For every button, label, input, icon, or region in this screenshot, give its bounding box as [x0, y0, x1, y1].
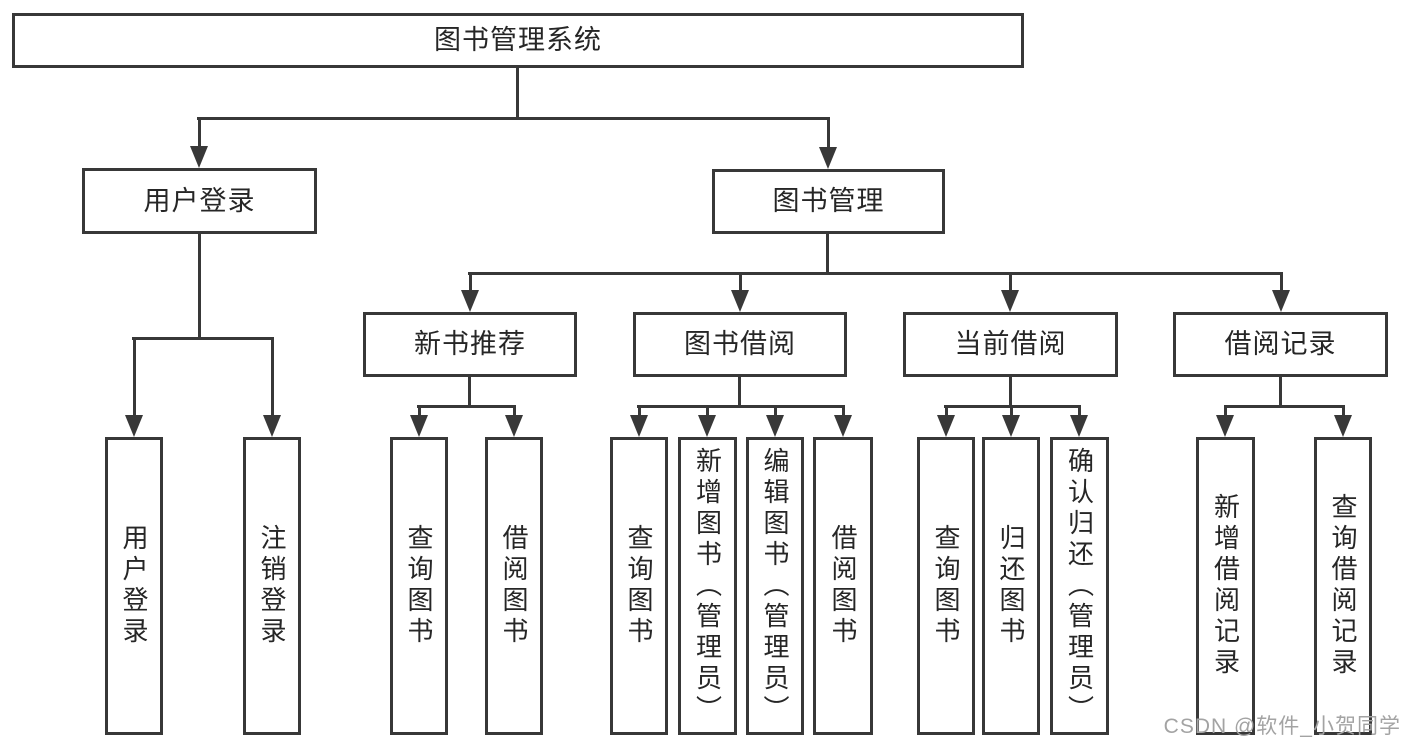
arrow-down-icon	[410, 405, 428, 437]
arrow-down-icon	[819, 117, 837, 169]
leaf-return-books: 归还图书	[982, 437, 1040, 735]
node-label: 借阅图书	[828, 524, 858, 648]
leaf-user-login: 用户登录	[105, 437, 163, 735]
node-new-book-recommend: 新书推荐	[363, 312, 577, 377]
leaf-borrow-books: 借阅图书	[813, 437, 873, 735]
connector-line	[738, 377, 741, 405]
connector-line	[826, 234, 829, 272]
connector-line	[516, 68, 519, 117]
connector-line	[468, 272, 1282, 275]
arrow-down-icon	[190, 117, 208, 168]
arrow-down-icon	[698, 405, 716, 437]
arrow-down-icon	[1002, 405, 1020, 437]
arrow-down-icon	[125, 337, 143, 437]
arrow-down-icon	[1334, 405, 1352, 437]
arrow-down-icon	[505, 405, 523, 437]
connector-line	[944, 405, 1081, 408]
node-book-borrowing: 图书借阅	[633, 312, 847, 377]
node-label: 确认归还（管理员）	[1064, 446, 1095, 726]
connector-line	[197, 117, 830, 120]
leaf-edit-books-admin: 编辑图书（管理员）	[746, 437, 804, 735]
node-label: 新增借阅记录	[1210, 493, 1241, 679]
arrow-down-icon	[1001, 272, 1019, 312]
node-library-system: 图书管理系统	[12, 13, 1024, 68]
node-label: 查询图书	[404, 524, 434, 648]
node-label: 查询借阅记录	[1328, 493, 1358, 679]
connector-line	[1009, 377, 1012, 405]
arrow-down-icon	[834, 405, 852, 437]
node-label: 用户登录	[119, 524, 149, 648]
node-label: 归还图书	[996, 524, 1026, 648]
leaf-add-books-admin: 新增图书（管理员）	[678, 437, 737, 735]
arrow-down-icon	[731, 272, 749, 312]
leaf-confirm-return-admin: 确认归还（管理员）	[1050, 437, 1109, 735]
arrow-down-icon	[766, 405, 784, 437]
arrow-down-icon	[1070, 405, 1088, 437]
connector-line	[198, 234, 201, 337]
watermark: CSDN @软件_小贺同学	[1163, 715, 1401, 738]
leaf-query-books-current: 查询图书	[917, 437, 975, 735]
leaf-add-borrow-record: 新增借阅记录	[1196, 437, 1255, 735]
leaf-query-borrow-record: 查询借阅记录	[1314, 437, 1372, 735]
node-current-borrowing: 当前借阅	[903, 312, 1118, 377]
node-borrowing-records: 借阅记录	[1173, 312, 1388, 377]
node-label: 当前借阅	[954, 329, 1067, 359]
node-label: 借阅图书	[499, 524, 529, 648]
node-label: 图书管理	[772, 186, 885, 216]
node-label: 注销登录	[257, 524, 287, 648]
connector-line	[637, 405, 845, 408]
node-label: 查询图书	[624, 524, 654, 648]
arrow-down-icon	[1272, 272, 1290, 312]
node-user-login: 用户登录	[82, 168, 317, 234]
node-label: 新书推荐	[414, 329, 526, 359]
node-label: 借阅记录	[1224, 329, 1337, 359]
leaf-query-books-recommend: 查询图书	[390, 437, 448, 735]
leaf-query-books-borrowing: 查询图书	[610, 437, 668, 735]
arrow-down-icon	[1216, 405, 1234, 437]
leaf-logout-login: 注销登录	[243, 437, 301, 735]
node-book-management: 图书管理	[712, 169, 945, 234]
arrow-down-icon	[263, 337, 281, 437]
node-label: 图书管理系统	[434, 25, 602, 55]
leaf-borrow-books-recommend: 借阅图书	[485, 437, 543, 735]
node-label: 用户登录	[143, 185, 256, 216]
connector-line	[132, 337, 273, 340]
arrow-down-icon	[630, 405, 648, 437]
arrow-down-icon	[937, 405, 955, 437]
connector-line	[468, 377, 471, 405]
arrow-down-icon	[461, 272, 479, 312]
connector-line	[1224, 405, 1345, 408]
node-label: 查询图书	[931, 524, 961, 648]
connector-line	[1279, 377, 1282, 405]
connector-line	[417, 405, 516, 408]
node-label: 图书借阅	[684, 329, 796, 359]
node-label: 新增图书（管理员）	[692, 446, 723, 726]
node-label: 编辑图书（管理员）	[760, 446, 790, 726]
